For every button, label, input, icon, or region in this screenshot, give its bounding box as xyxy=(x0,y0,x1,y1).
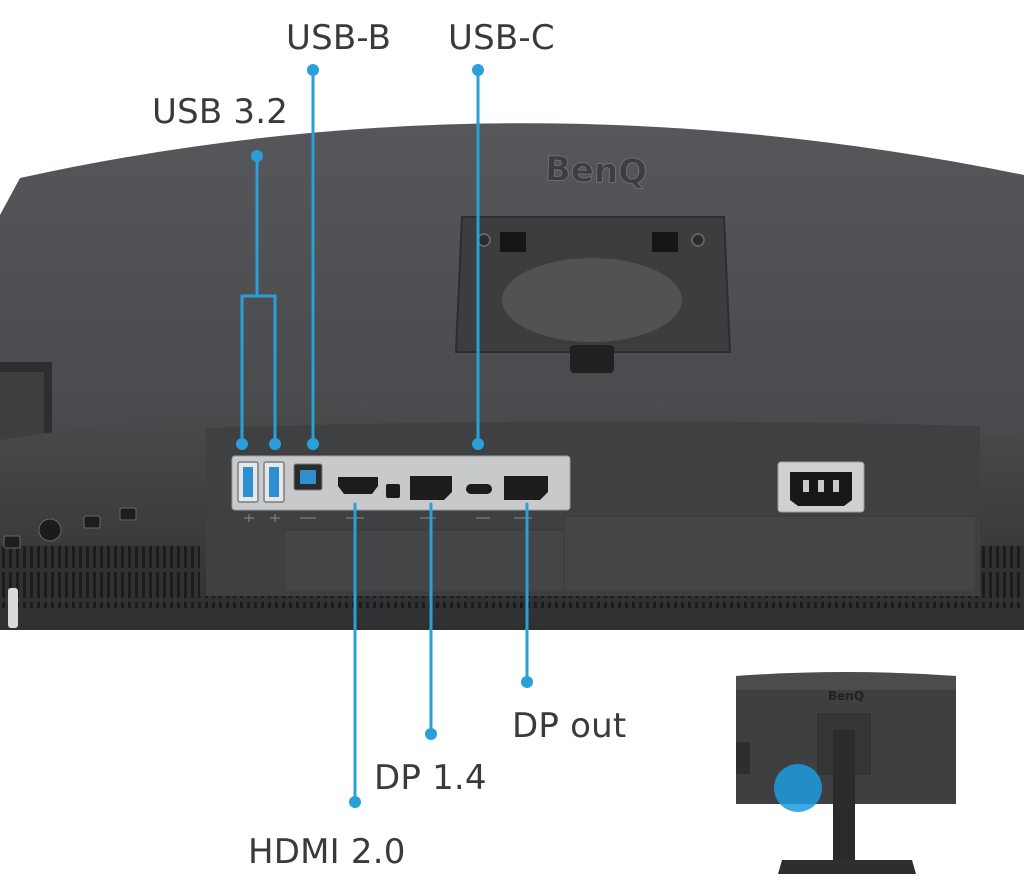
usb-a-port-2-tongue xyxy=(269,467,279,497)
power-pin-3 xyxy=(833,480,839,492)
screw-right-icon xyxy=(691,233,705,247)
port-bay-inner-left xyxy=(283,529,565,593)
mount-hole xyxy=(502,258,682,342)
dp-in-port xyxy=(410,476,452,500)
power-pin-1 xyxy=(803,480,809,492)
inset-brand-logo: BenQ xyxy=(828,689,864,703)
label-dp-1-4: DP 1.4 xyxy=(374,758,487,798)
inset-highlight xyxy=(774,764,822,812)
screw-left-icon xyxy=(477,233,491,247)
inset-monitor-thumbnail: BenQ xyxy=(736,672,956,874)
usb-c-port xyxy=(466,484,492,494)
port-bay-inner-right xyxy=(563,515,977,593)
callout-dots xyxy=(236,64,533,808)
release-button xyxy=(570,345,614,373)
cable-guide xyxy=(8,588,18,628)
button-2 xyxy=(83,515,101,529)
label-usb-b: USB-B xyxy=(286,18,392,58)
label-hdmi-2-0: HDMI 2.0 xyxy=(248,832,406,872)
label-usb-c: USB-C xyxy=(448,18,555,58)
mount-clip-left xyxy=(500,232,526,252)
label-usb-3-2: USB 3.2 xyxy=(152,92,289,132)
callout-lines xyxy=(240,68,529,804)
vent-strip-left xyxy=(0,546,200,608)
button-1 xyxy=(3,535,21,549)
port-icons xyxy=(244,514,532,522)
joystick-icon xyxy=(38,518,62,542)
usb-a-port-1-tongue xyxy=(243,467,253,497)
usb-b-port-core xyxy=(300,470,316,484)
vent-strip-bottom xyxy=(200,596,980,608)
panel-latch xyxy=(386,484,400,498)
power-pin-2 xyxy=(818,480,824,492)
dp-out-port xyxy=(504,476,548,500)
brand-logo: BenQ xyxy=(544,149,647,193)
hdmi-port xyxy=(338,477,378,494)
mount-clip-right xyxy=(652,232,678,252)
vent-strip-right xyxy=(978,546,1024,608)
button-3 xyxy=(119,507,137,521)
label-dp-out: DP out xyxy=(512,706,627,746)
